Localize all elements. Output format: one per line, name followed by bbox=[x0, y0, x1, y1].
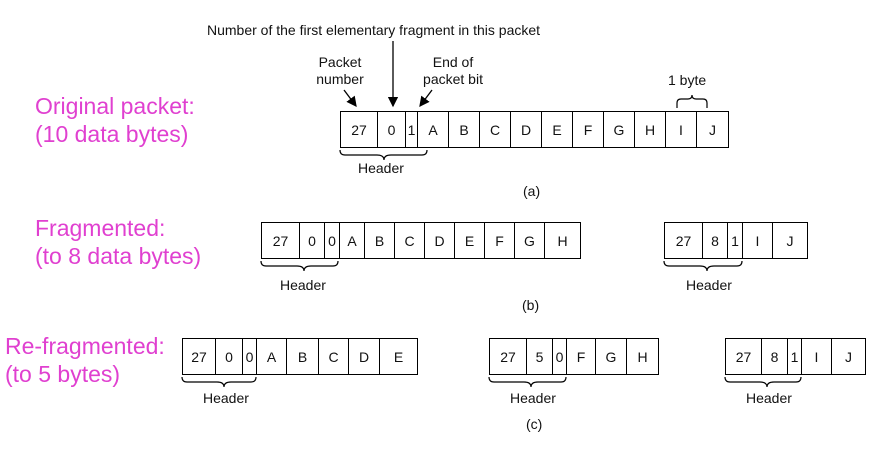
fragmented-label-line2: (to 8 data bytes) bbox=[35, 243, 202, 269]
data-cell: D bbox=[349, 339, 380, 374]
packet-b2: 27 8 1 I J bbox=[664, 222, 808, 259]
data-cell: D bbox=[425, 223, 455, 258]
packet-number-line2: number bbox=[316, 71, 364, 87]
packet-number-cell: 27 bbox=[726, 339, 762, 374]
offset-cell: 8 bbox=[762, 339, 788, 374]
data-cell: B bbox=[287, 339, 319, 374]
data-cell: E bbox=[393, 348, 404, 365]
end-bit-cell: 0 bbox=[243, 339, 257, 374]
header-brace-b2 bbox=[663, 260, 743, 272]
header-brace-c1 bbox=[181, 376, 257, 388]
header-brace-a bbox=[339, 149, 428, 161]
data-cell: J bbox=[786, 232, 794, 249]
end-bit-cell: 0 bbox=[325, 223, 340, 258]
packet-number-cell: 27 bbox=[490, 339, 527, 374]
end-bit-annotation: End of packet bit bbox=[408, 54, 498, 88]
data-cell: G bbox=[596, 339, 627, 374]
packet-c2: 27 5 0 F G H bbox=[489, 338, 659, 375]
offset-cell: 0 bbox=[216, 339, 243, 374]
header-brace-c2 bbox=[488, 376, 567, 388]
data-cell: F bbox=[485, 223, 515, 258]
data-cell: J bbox=[709, 121, 716, 138]
end-bit-arrow bbox=[419, 89, 433, 108]
header-brace-c3 bbox=[724, 376, 802, 388]
packet-number-cell: 27 bbox=[262, 223, 300, 258]
original-label-line2: (10 data bytes) bbox=[35, 121, 189, 147]
fragmented-label: Fragmented: (to 8 data bytes) bbox=[35, 214, 201, 270]
fragmented-label-line1: Fragmented: bbox=[35, 215, 166, 241]
data-cell: C bbox=[395, 223, 425, 258]
end-bit-cell: 1 bbox=[788, 339, 802, 374]
data-cell: H bbox=[635, 112, 666, 147]
packet-b1: 27 0 0 A B C D E F G H bbox=[261, 222, 581, 259]
end-bit-cell: 1 bbox=[728, 223, 743, 258]
data-cell: I bbox=[743, 223, 773, 258]
data-cell: G bbox=[604, 112, 635, 147]
packet-a: 27 0 1 A B C D E F G H I J bbox=[340, 111, 729, 148]
original-packet-label: Original packet: (10 data bytes) bbox=[35, 92, 195, 148]
data-cell: B bbox=[449, 112, 480, 147]
offset-cell: 0 bbox=[378, 112, 406, 147]
original-label-line1: Original packet: bbox=[35, 93, 195, 119]
header-label-a: Header bbox=[358, 160, 404, 176]
header-label-b1: Header bbox=[280, 277, 326, 293]
offset-cell: 8 bbox=[703, 223, 728, 258]
data-cell: I bbox=[666, 112, 697, 147]
packet-number-annotation: Packet number bbox=[300, 54, 380, 88]
data-cell: H bbox=[557, 232, 568, 249]
header-label-c3: Header bbox=[746, 390, 792, 406]
data-cell: C bbox=[319, 339, 349, 374]
offset-cell: 0 bbox=[300, 223, 325, 258]
end-bit-line2: packet bit bbox=[423, 71, 483, 87]
header-label-c1: Header bbox=[203, 390, 249, 406]
data-cell: E bbox=[542, 112, 573, 147]
header-label-b2: Header bbox=[686, 277, 732, 293]
data-cell: A bbox=[257, 339, 287, 374]
data-cell: F bbox=[573, 112, 604, 147]
data-cell: A bbox=[418, 112, 449, 147]
packet-number-cell: 27 bbox=[665, 223, 703, 258]
data-cell: F bbox=[567, 339, 596, 374]
data-cell: D bbox=[511, 112, 542, 147]
refragmented-label-line2: (to 5 bytes) bbox=[5, 361, 121, 387]
data-cell: J bbox=[845, 348, 852, 365]
data-cell: E bbox=[455, 223, 485, 258]
packet-number-cell: 27 bbox=[341, 112, 378, 147]
refragmented-label-line1: Re-fragmented: bbox=[5, 333, 165, 359]
packet-number-cell: 27 bbox=[183, 339, 216, 374]
end-bit-line1: End of bbox=[432, 54, 474, 70]
data-cell: I bbox=[802, 339, 832, 374]
packet-c3: 27 8 1 I J bbox=[725, 338, 866, 375]
caption-a: (a) bbox=[523, 183, 541, 199]
first-fragment-annotation: Number of the first elementary fragment … bbox=[207, 22, 541, 38]
data-cell: A bbox=[340, 223, 365, 258]
header-label-c2: Header bbox=[510, 390, 556, 406]
caption-b: (b) bbox=[522, 297, 540, 313]
offset-cell: 5 bbox=[527, 339, 553, 374]
data-cell: B bbox=[365, 223, 395, 258]
end-bit-cell: 1 bbox=[406, 112, 418, 147]
data-cell: H bbox=[637, 348, 648, 365]
packet-number-arrow bbox=[343, 89, 357, 108]
one-byte-brace bbox=[676, 94, 708, 108]
data-cell: C bbox=[480, 112, 511, 147]
end-bit-cell: 0 bbox=[553, 339, 567, 374]
refragmented-label: Re-fragmented: (to 5 bytes) bbox=[5, 332, 165, 388]
data-cell: G bbox=[515, 223, 545, 258]
header-brace-b1 bbox=[260, 260, 339, 272]
packet-number-line1: Packet bbox=[318, 54, 362, 70]
one-byte-annotation: 1 byte bbox=[668, 72, 707, 88]
packet-c1: 27 0 0 A B C D E bbox=[182, 338, 418, 375]
caption-c: (c) bbox=[526, 416, 543, 432]
